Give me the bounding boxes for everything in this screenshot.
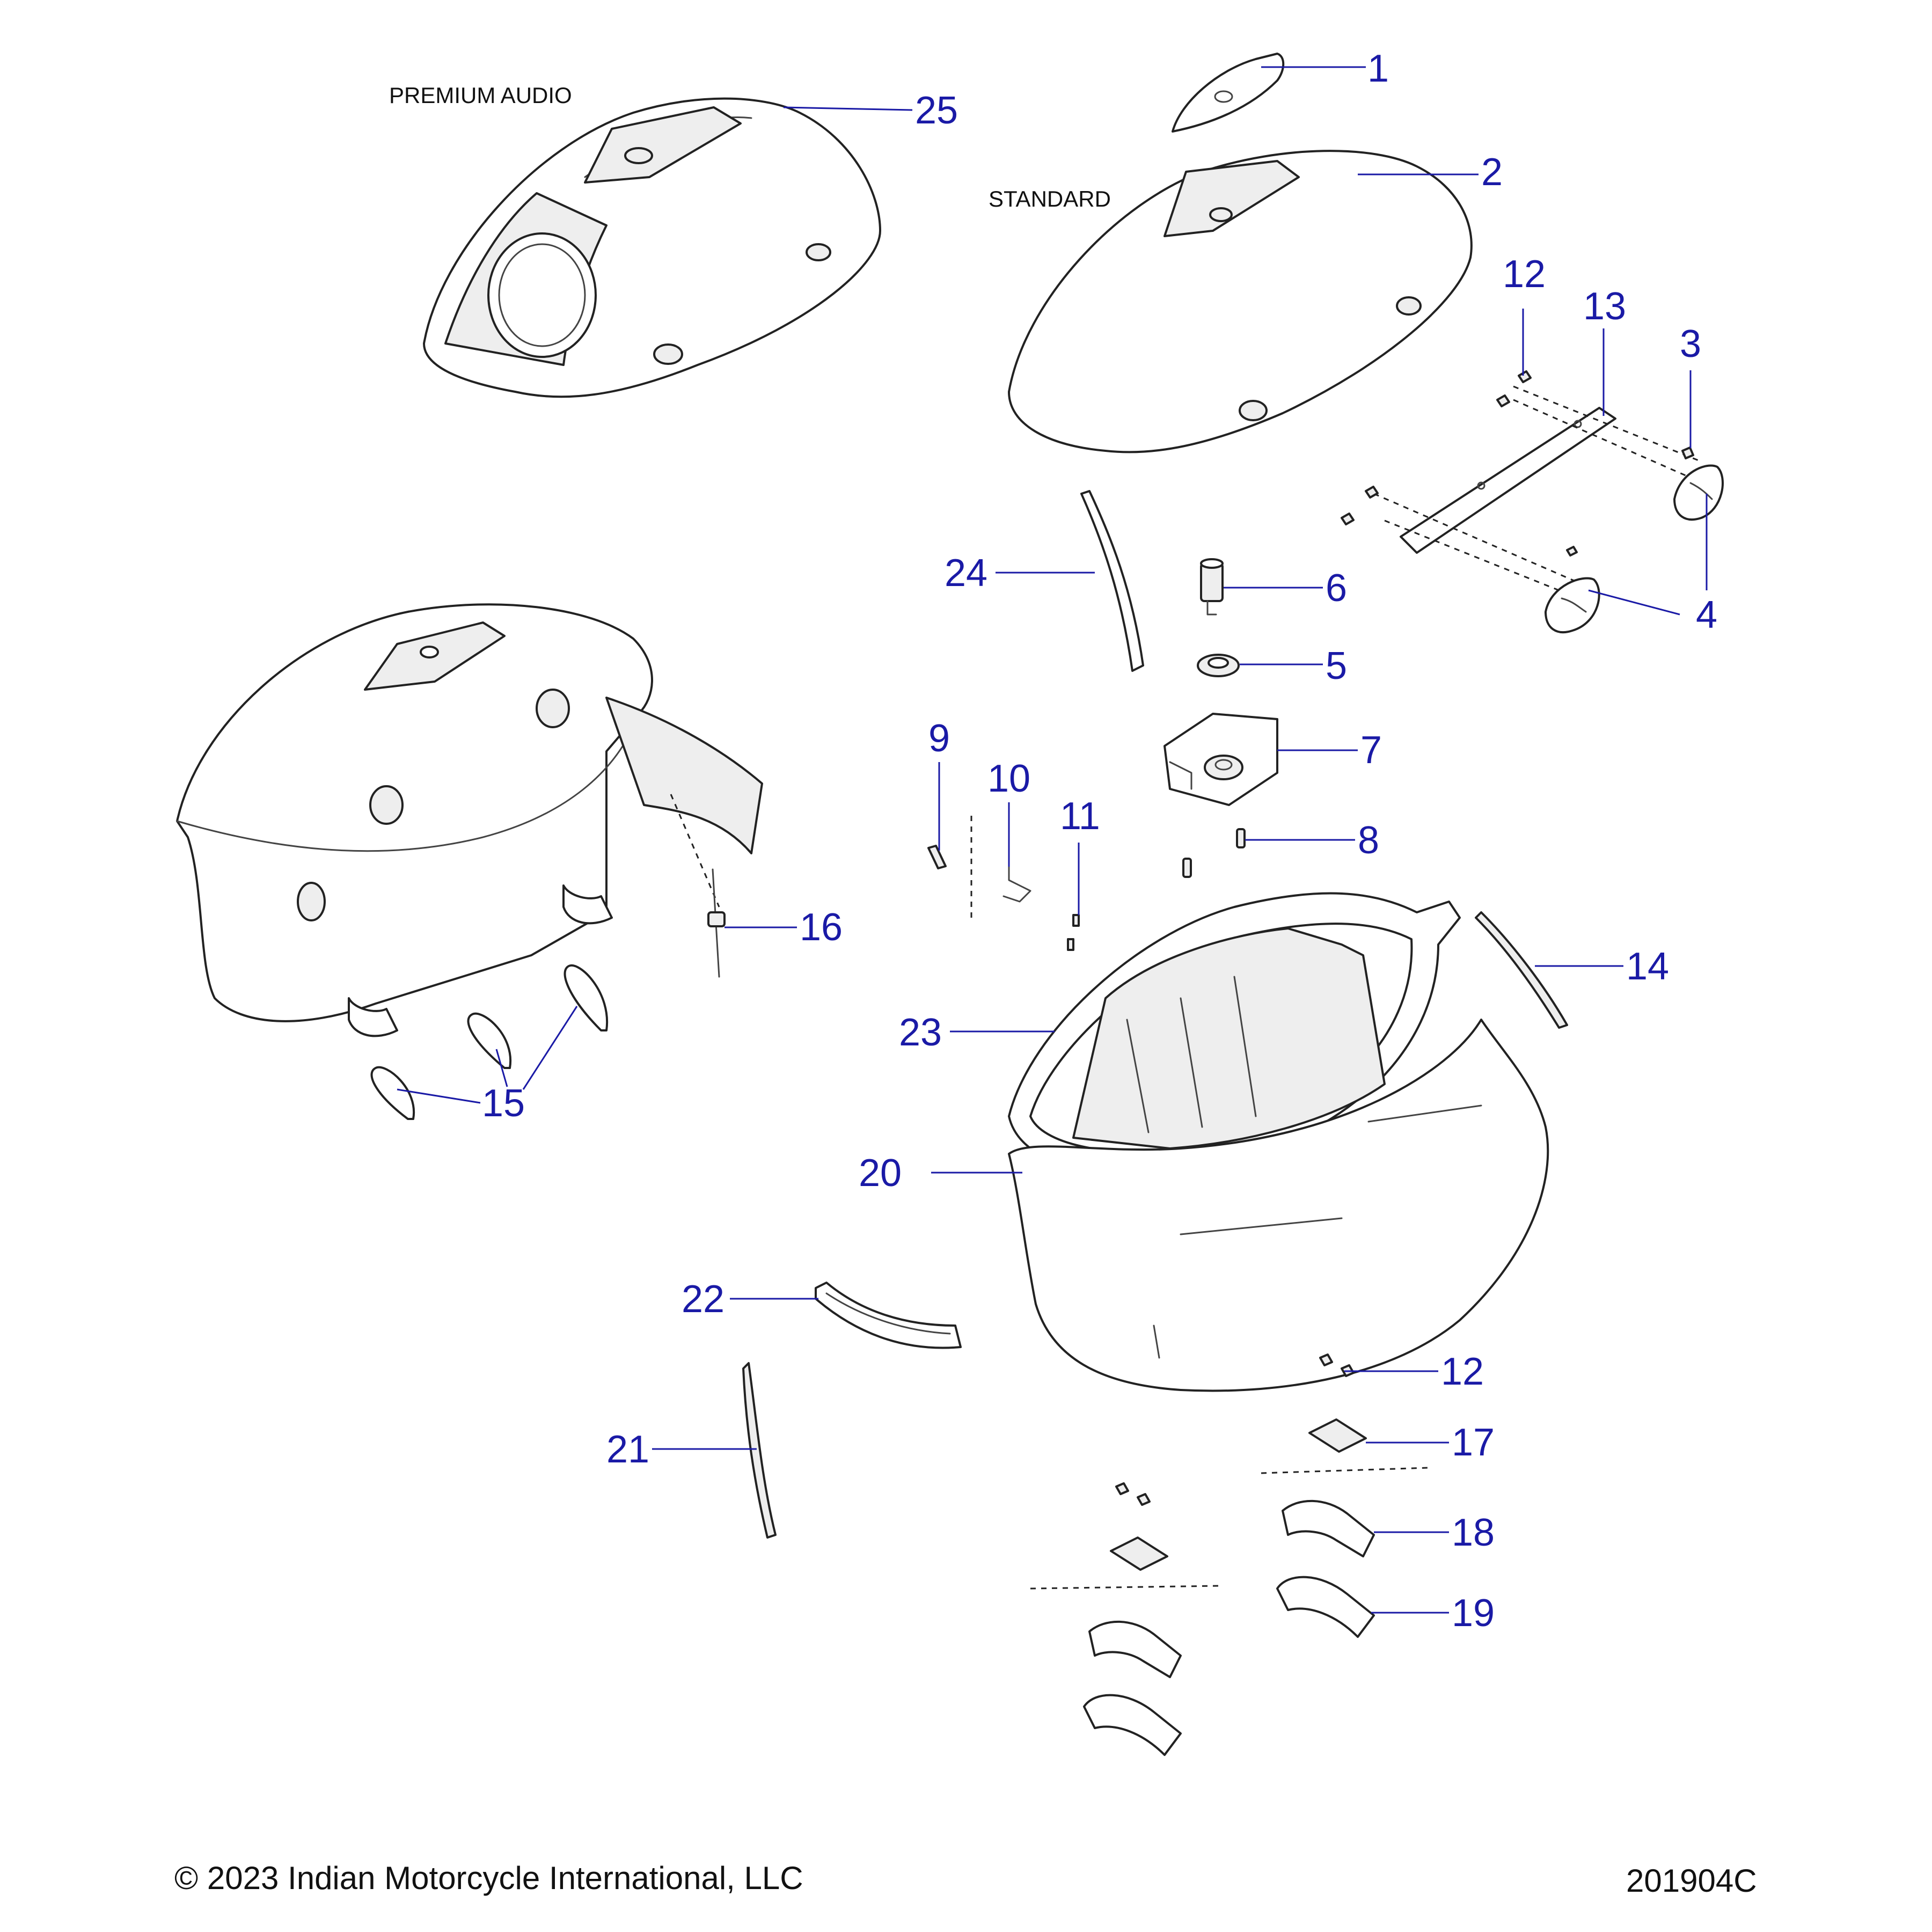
lower-bolts (1115, 1353, 1355, 1506)
callout-number: 22 (682, 1278, 724, 1321)
small-clip (1681, 447, 1694, 459)
trim-piece (815, 1282, 962, 1349)
callout-number: 16 (800, 906, 843, 949)
lock-cylinder (1200, 558, 1224, 616)
latch-mechanism (1163, 713, 1278, 806)
callout-9: 9 (928, 717, 950, 851)
callout-12-upper: 12 (1503, 253, 1546, 376)
callout-1: 1 (1261, 47, 1389, 90)
callout-number: 1 (1367, 47, 1389, 90)
weatherstrip-upper (1080, 490, 1144, 672)
callout-number: 7 (1360, 729, 1382, 772)
callout-15: 15 (397, 1006, 578, 1125)
small-hardware (927, 816, 1080, 951)
callout-number: 12 (1503, 253, 1546, 296)
callout-number: 19 (1452, 1592, 1495, 1635)
callout-number: 20 (859, 1152, 902, 1195)
weatherstrip-side (1475, 911, 1568, 1029)
callout-6: 6 (1224, 567, 1347, 610)
callout-16: 16 (724, 906, 843, 949)
standard-lid (1008, 150, 1473, 453)
premium-audio-lid (423, 97, 881, 398)
callout-20: 20 (859, 1152, 1022, 1195)
callout-23: 23 (899, 1011, 1055, 1054)
premium-audio-label: PREMIUM AUDIO (389, 83, 572, 108)
callout-3: 3 (1680, 323, 1701, 448)
callout-14: 14 (1535, 945, 1669, 988)
callout-number: 18 (1452, 1511, 1495, 1554)
callout-4: 4 (1588, 494, 1717, 636)
callout-number: 5 (1326, 645, 1347, 687)
callout-number: 9 (928, 717, 950, 760)
callout-number: 24 (945, 552, 987, 595)
callout-25: 25 (783, 89, 958, 132)
callout-19: 19 (1371, 1592, 1495, 1635)
cable-ties (370, 964, 609, 1120)
callout-number: 14 (1626, 945, 1669, 988)
callout-number: 21 (606, 1428, 649, 1471)
grommet (1197, 654, 1240, 677)
callout-number: 12 (1441, 1350, 1484, 1393)
callout-10: 10 (987, 757, 1030, 867)
standard-label: STANDARD (989, 186, 1111, 211)
tether-cable (707, 868, 726, 978)
assembled-saddlebag (176, 603, 763, 1037)
callout-17: 17 (1366, 1421, 1495, 1464)
callout-2: 2 (1358, 151, 1503, 194)
emblem-badges (1545, 464, 1724, 634)
callout-24: 24 (945, 552, 1095, 595)
callout-number: 2 (1481, 151, 1503, 194)
callout-22: 22 (682, 1278, 818, 1321)
callout-11: 11 (1060, 795, 1100, 915)
drawing-number: 201904C (1626, 1863, 1757, 1899)
vertical-strip (742, 1362, 777, 1539)
copyright-text: © 2023 Indian Motorcycle International, … (174, 1860, 803, 1896)
callout-5: 5 (1240, 645, 1347, 687)
callout-number: 23 (899, 1011, 942, 1054)
saddlebag-body (1008, 927, 1549, 1392)
callout-number: 25 (915, 89, 958, 132)
upper-bolts (1341, 370, 1578, 557)
callout-number: 15 (482, 1082, 525, 1125)
callout-13: 13 (1583, 285, 1626, 416)
bracket-covers (1083, 1576, 1375, 1756)
callout-number: 13 (1583, 285, 1626, 328)
callout-21: 21 (606, 1428, 757, 1471)
lid-strip-assembly (1373, 385, 1702, 597)
callout-8: 8 (1245, 819, 1379, 862)
callout-number: 3 (1680, 323, 1701, 365)
latch-screws (1182, 828, 1246, 878)
callout-18: 18 (1374, 1511, 1495, 1554)
mounting-plates (1030, 1418, 1428, 1590)
mounting-brackets (1088, 1499, 1375, 1678)
callout-number: 17 (1452, 1421, 1495, 1464)
callout-number: 11 (1060, 795, 1100, 838)
callout-number: 4 (1696, 594, 1717, 636)
callout-number: 10 (987, 757, 1030, 800)
key-cover (1172, 53, 1285, 133)
callout-number: 8 (1358, 819, 1379, 862)
callout-12-lower: 12 (1344, 1350, 1484, 1393)
callout-number: 6 (1326, 567, 1347, 610)
callout-7: 7 (1277, 729, 1382, 772)
